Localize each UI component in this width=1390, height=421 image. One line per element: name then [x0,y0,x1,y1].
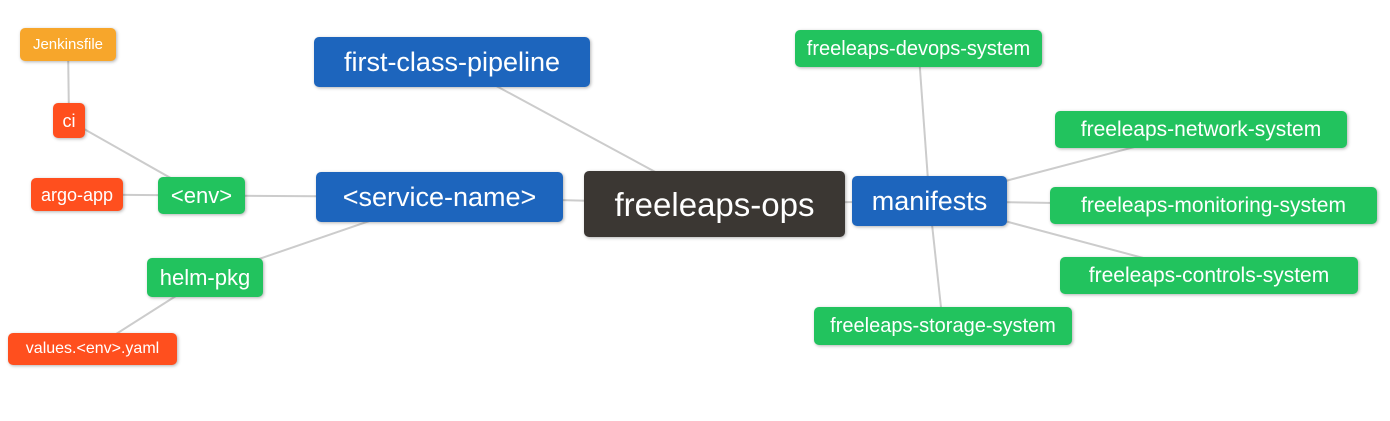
node-jenkinsfile[interactable]: Jenkinsfile [20,28,116,61]
node-label: first-class-pipeline [343,46,561,77]
node-label: Jenkinsfile [32,36,104,53]
node-values-env-yaml[interactable]: values.<env>.yaml [8,333,177,365]
node-monitoring-system[interactable]: freeleaps-monitoring-system [1050,187,1377,224]
node-label: <service-name> [342,181,537,212]
node-storage-system[interactable]: freeleaps-storage-system [814,307,1072,345]
node-label: freeleaps-controls-system [1088,264,1330,287]
node-label: values.<env>.yaml [25,340,160,357]
node-manifests[interactable]: manifests [852,176,1007,226]
node-label: freeleaps-storage-system [830,315,1056,337]
node-label: freeleaps-monitoring-system [1081,194,1346,217]
node-label: ci [62,110,76,131]
node-label: freeleaps-ops [614,185,815,223]
node-first-class-pipeline[interactable]: first-class-pipeline [314,37,590,87]
node-network-system[interactable]: freeleaps-network-system [1055,111,1347,148]
node-ci[interactable]: ci [53,103,85,138]
node-controls-system[interactable]: freeleaps-controls-system [1060,257,1358,294]
node-argo-app[interactable]: argo-app [31,178,123,211]
node-label: helm-pkg [159,264,251,290]
edge-manifests-to-devops-system [917,48,931,202]
node-env[interactable]: <env> [158,177,245,214]
node-label: freeleaps-devops-system [806,37,1031,60]
node-helm-pkg[interactable]: helm-pkg [147,258,263,297]
node-label: argo-app [40,184,114,205]
node-label: <env> [170,182,233,208]
node-freeleaps-ops[interactable]: freeleaps-ops [584,171,845,237]
node-label: freeleaps-network-system [1080,118,1322,141]
node-service-name[interactable]: <service-name> [316,172,563,222]
node-label: manifests [871,185,988,216]
node-devops-system[interactable]: freeleaps-devops-system [795,30,1042,67]
